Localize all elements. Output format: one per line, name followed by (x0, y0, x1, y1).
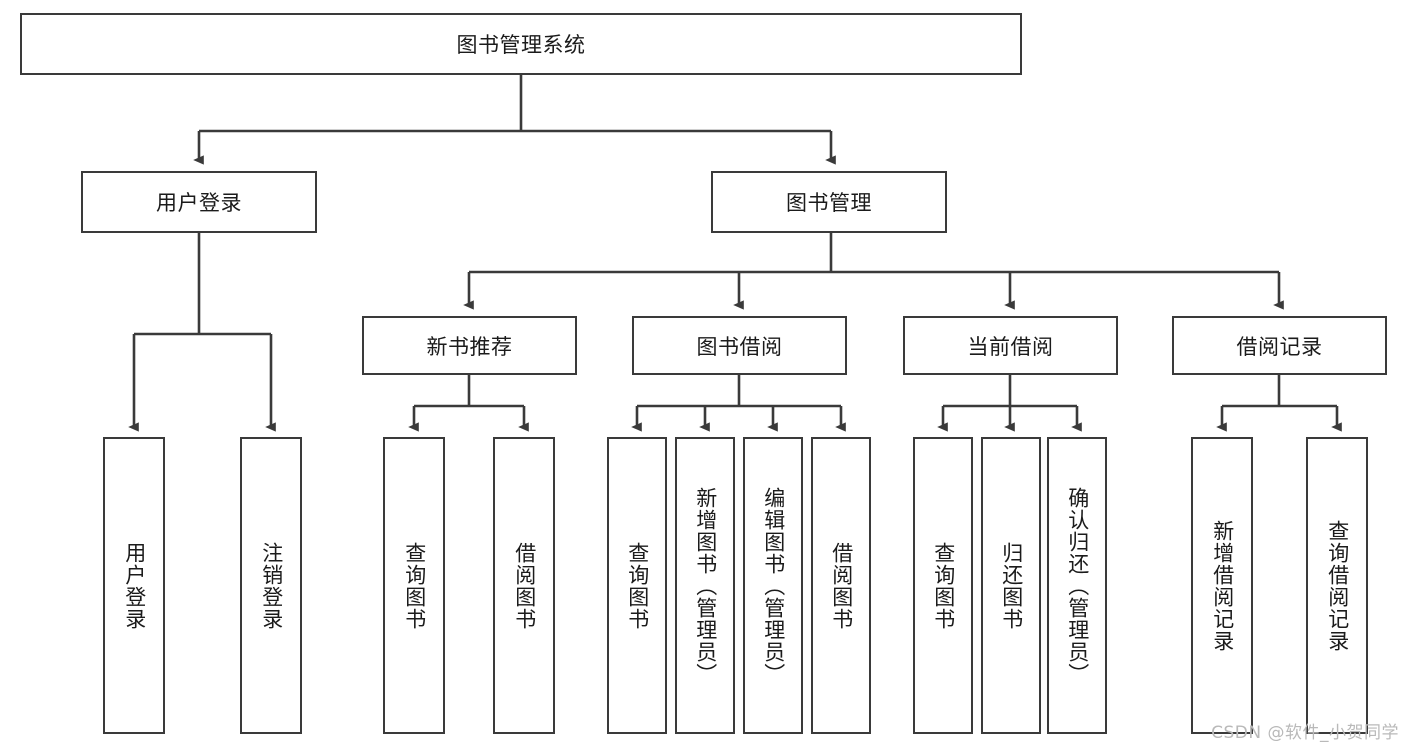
node-label: 用户登录 (156, 191, 242, 215)
leaf-book-borrow-query-book[interactable]: 查询图书 (607, 437, 667, 734)
node-new-book-recommend[interactable]: 新书推荐 (362, 316, 577, 375)
node-book-borrow[interactable]: 图书借阅 (632, 316, 847, 375)
leaf-user-login-login[interactable]: 用户登录 (103, 437, 165, 734)
leaf-user-login-logout[interactable]: 注销登录 (240, 437, 302, 734)
node-label: 图书借阅 (696, 334, 783, 359)
leaf-current-borrow-query-book[interactable]: 查询图书 (913, 437, 973, 734)
node-borrow-record[interactable]: 借阅记录 (1172, 316, 1387, 375)
leaf-label: 用户登录 (122, 541, 147, 630)
leaf-new-book-borrow-book[interactable]: 借阅图书 (493, 437, 555, 734)
leaf-borrow-record-add-record[interactable]: 新增借阅记录 (1191, 437, 1253, 734)
node-label: 当前借阅 (967, 334, 1054, 359)
leaf-label: 借阅图书 (512, 541, 537, 630)
leaf-current-borrow-return-book[interactable]: 归还图书 (981, 437, 1041, 734)
watermark: CSDN @软件_小贺同学 (1211, 723, 1399, 743)
leaf-label: 新增图书（管理员） (693, 486, 718, 685)
node-book-management[interactable]: 图书管理 (711, 171, 947, 233)
leaf-label: 归还图书 (999, 541, 1024, 630)
leaf-new-book-query-book[interactable]: 查询图书 (383, 437, 445, 734)
node-current-borrow[interactable]: 当前借阅 (903, 316, 1118, 375)
leaf-label: 查询图书 (625, 541, 650, 630)
leaf-label: 编辑图书（管理员） (761, 486, 786, 685)
leaf-book-borrow-borrow-book[interactable]: 借阅图书 (811, 437, 871, 734)
leaf-book-borrow-add-book-admin[interactable]: 新增图书（管理员） (675, 437, 735, 734)
node-label: 新书推荐 (426, 334, 513, 359)
node-label: 借阅记录 (1236, 334, 1323, 359)
leaf-label: 查询图书 (402, 541, 427, 630)
leaf-label: 确认归还（管理员） (1065, 486, 1090, 685)
node-label: 图书管理 (786, 191, 872, 215)
node-label: 图书管理系统 (456, 33, 586, 57)
node-root-book-management-system[interactable]: 图书管理系统 (20, 13, 1022, 75)
leaf-book-borrow-edit-book-admin[interactable]: 编辑图书（管理员） (743, 437, 803, 734)
leaf-label: 注销登录 (259, 541, 284, 630)
node-user-login[interactable]: 用户登录 (81, 171, 317, 233)
leaf-label: 查询借阅记录 (1325, 519, 1350, 652)
leaf-label: 借阅图书 (829, 541, 854, 630)
leaf-current-borrow-confirm-return-admin[interactable]: 确认归还（管理员） (1047, 437, 1107, 734)
leaf-label: 新增借阅记录 (1210, 519, 1235, 652)
leaf-borrow-record-query-record[interactable]: 查询借阅记录 (1306, 437, 1368, 734)
leaf-label: 查询图书 (931, 541, 956, 630)
